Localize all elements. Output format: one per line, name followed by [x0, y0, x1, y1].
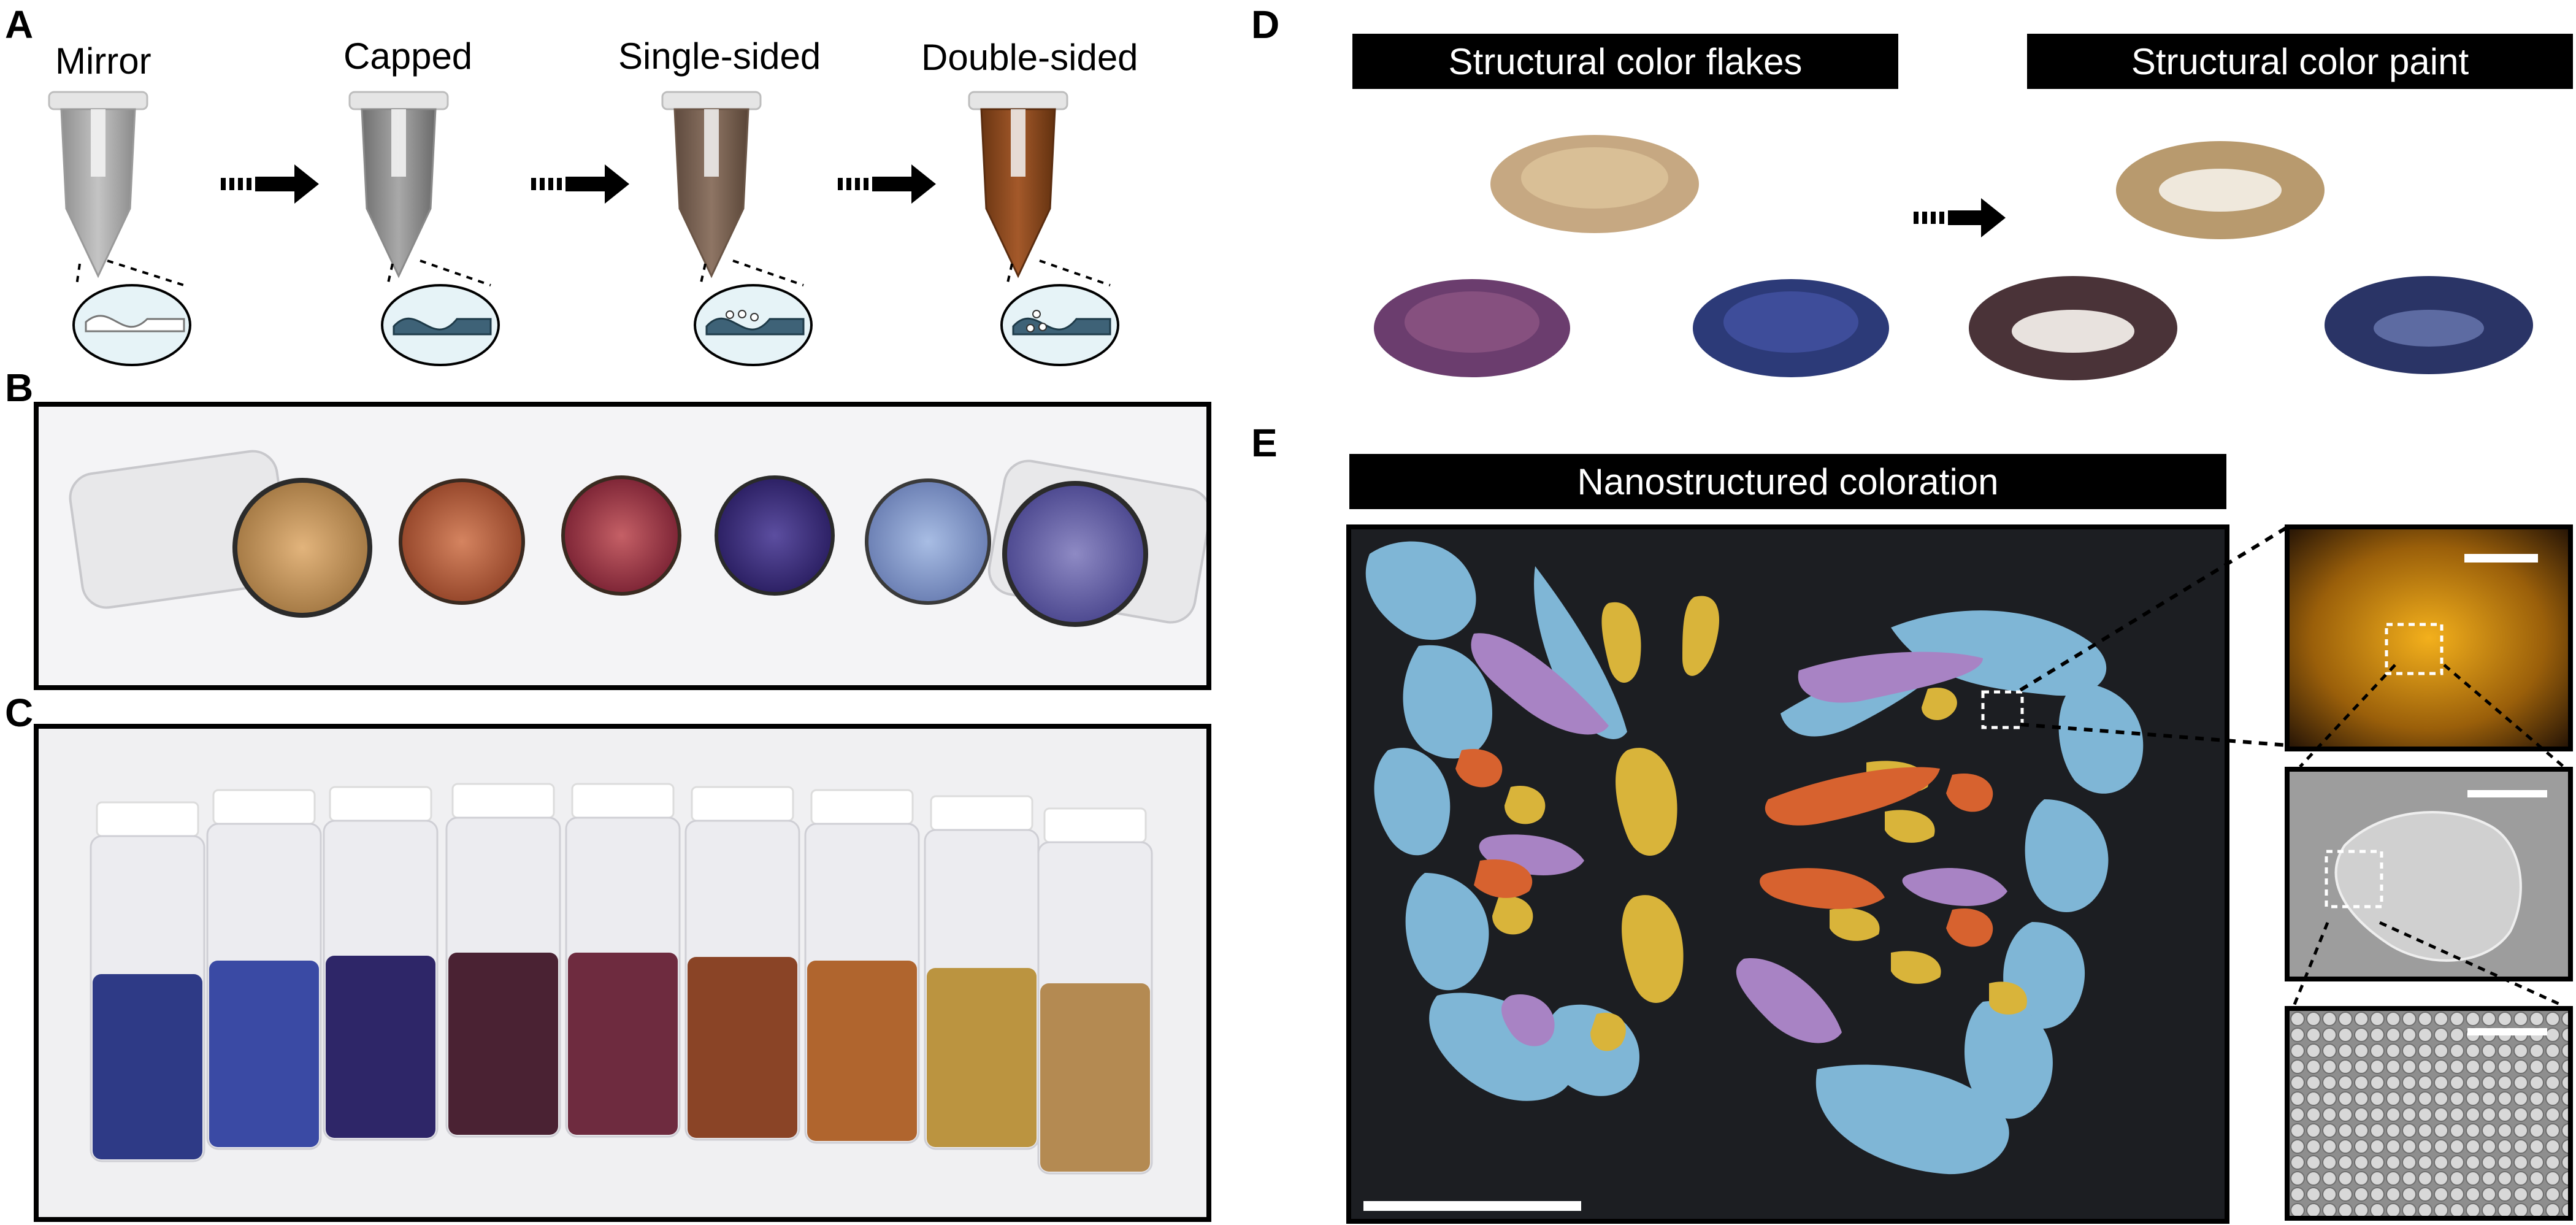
flakes-and-paint-illustration: [1374, 135, 2533, 380]
zoom-inset-2: [381, 259, 500, 366]
vial-4: [445, 783, 561, 1138]
panel-letter-c: C: [5, 691, 34, 735]
optical-zoom-square: [2385, 623, 2444, 675]
banner-nanostructured-coloration: Nanostructured coloration: [1349, 454, 2226, 509]
optical-micrograph-inset: [2285, 524, 2573, 751]
zoom-connector-lines: [2019, 525, 2289, 747]
label-mirror: Mirror: [55, 40, 151, 82]
banner-structural-color-flakes: Structural color flakes: [1352, 34, 1898, 89]
vials-side-photo: [34, 402, 1211, 690]
arrow-3: [838, 164, 936, 204]
panel-letter-d: D: [1251, 2, 1280, 47]
connector-optical-to-sem: [2299, 664, 2565, 768]
arrow-1: [221, 164, 319, 204]
zoom-inset-1: [72, 259, 191, 366]
vial-3: [323, 786, 439, 1141]
vial-7: [804, 789, 920, 1144]
side-vials-illustration: [69, 450, 1206, 627]
panel-letter-b: B: [5, 366, 34, 410]
scale-bar: [1363, 1201, 1581, 1211]
panel-letter-a: A: [5, 2, 34, 47]
tube-mirror: [48, 91, 148, 278]
butterfly-illustration: [1351, 529, 2225, 1219]
tube-single-sided: [661, 91, 762, 278]
zoom-inset-3: [694, 259, 813, 366]
vial-5: [565, 783, 681, 1138]
panel-letter-e: E: [1251, 421, 1278, 465]
zoom-inset-4: [1000, 259, 1119, 366]
sem-scale-bar: [2467, 790, 2547, 797]
arrow-2: [531, 164, 629, 204]
connector-sem-to-nano: [2292, 921, 2565, 1008]
nano-scale-bar: [2467, 1028, 2547, 1035]
zoom-square: [1981, 690, 2024, 729]
tube-capped: [348, 91, 449, 278]
tube-sequence-illustration: [48, 91, 1119, 366]
butterfly-photo: [1346, 524, 2229, 1224]
label-capped: Capped: [343, 36, 473, 77]
label-single-sided: Single-sided: [618, 36, 821, 77]
vials-front-photo: [34, 724, 1211, 1222]
vial-6: [684, 786, 800, 1141]
label-double-sided: Double-sided: [921, 37, 1138, 78]
tube-double-sided: [968, 91, 1068, 278]
vial-2: [206, 789, 322, 1150]
optical-scale-bar: [2464, 554, 2538, 563]
front-vials-illustration: [90, 783, 1153, 1175]
vial-8: [924, 795, 1040, 1150]
vial-1: [90, 801, 205, 1162]
vial-9: [1037, 807, 1153, 1175]
sem-zoom-square: [2325, 850, 2383, 908]
arrow-flakes-to-paint: [1914, 198, 2006, 237]
banner-structural-color-paint: Structural color paint: [2027, 34, 2573, 89]
sem-nanospheres-inset: [2285, 1006, 2573, 1221]
